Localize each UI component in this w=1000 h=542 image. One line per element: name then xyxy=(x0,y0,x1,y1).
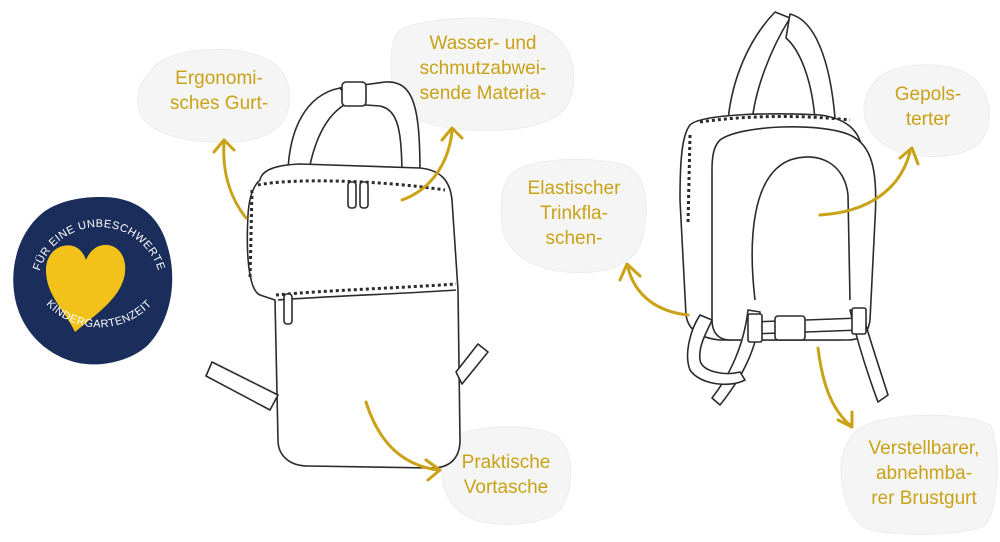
callout-padded: Gepols- terter xyxy=(878,82,978,132)
brand-badge xyxy=(13,196,173,365)
callout-strap-line3: rer Brustgurt xyxy=(871,488,977,509)
arrow-water xyxy=(400,126,464,202)
callout-pocket-line1: Praktische xyxy=(461,452,551,473)
badge-bottom-text: KINDERGARTENZEIT xyxy=(44,298,154,331)
front-strap-left xyxy=(205,361,279,411)
front-top-zipper xyxy=(257,179,446,192)
strap-slider-right xyxy=(851,307,867,335)
callout-bottle-line1: Elastischer xyxy=(527,178,621,199)
chest-buckle xyxy=(774,315,806,341)
callout-ergonomic: Ergonomi- sches Gurt- xyxy=(160,66,278,116)
callout-strap: Verstellbarer, abnehmba- rer Brustgurt xyxy=(854,436,994,511)
front-handle-loop xyxy=(341,81,367,107)
badge-top-text: FÜR EINE UNBESCHWERTE xyxy=(31,218,167,272)
arrow-pocket xyxy=(364,400,442,482)
callout-strap-line2: abnehmba- xyxy=(875,463,973,484)
arrow-bottle xyxy=(618,262,690,317)
callout-water-line2: schmutzabwei- xyxy=(419,58,547,79)
callout-bottle-line2: Trinkfla- xyxy=(540,203,608,224)
back-top-zipper xyxy=(699,114,851,124)
zipper-pull-pocket xyxy=(283,293,293,325)
callout-pocket-line2: Vortasche xyxy=(463,477,549,498)
front-pocket-line xyxy=(277,289,457,301)
shoulder-strap-left-lower xyxy=(686,314,746,386)
callout-pocket: Praktische Vortasche xyxy=(452,450,560,500)
arrow-padded xyxy=(818,146,920,217)
bubble-ergonomic xyxy=(137,48,291,144)
front-backpack xyxy=(205,81,489,469)
callout-arrows xyxy=(212,126,920,482)
callout-ergonomic-line2: sches Gurt- xyxy=(169,93,269,114)
strap-slider-left xyxy=(747,313,763,343)
bubble-bottle xyxy=(500,158,647,274)
front-pocket-zipper xyxy=(275,282,457,297)
front-strap-right xyxy=(455,343,489,385)
back-backpack xyxy=(679,11,889,406)
callout-bottle-line3: schen- xyxy=(545,228,603,249)
callout-strap-line1: Verstellbarer, xyxy=(868,438,980,459)
back-handle-left xyxy=(727,11,791,123)
bubble-padded xyxy=(863,64,990,158)
callout-water-line3: sende Materia- xyxy=(419,83,547,104)
zipper-pull-top-2 xyxy=(359,181,369,209)
back-padding-curve xyxy=(751,156,851,301)
heart-icon xyxy=(45,244,126,332)
front-body xyxy=(246,163,461,469)
callout-padded-line1: Gepols- xyxy=(894,84,962,105)
arrow-ergonomic xyxy=(212,138,248,220)
zipper-pull-top-1 xyxy=(347,181,357,209)
callout-ergonomic-line1: Ergonomi- xyxy=(175,68,263,89)
arrow-strap xyxy=(816,346,854,429)
callout-padded-line2: terter xyxy=(905,109,951,130)
callout-water-line1: Wasser- und xyxy=(429,33,537,54)
bubble-strap xyxy=(840,414,998,535)
callout-bubbles xyxy=(137,17,998,535)
callout-water: Wasser- und schmutzabwei- sende Materia- xyxy=(403,31,563,106)
callout-bottle: Elastischer Trinkfla- schen- xyxy=(515,176,633,251)
